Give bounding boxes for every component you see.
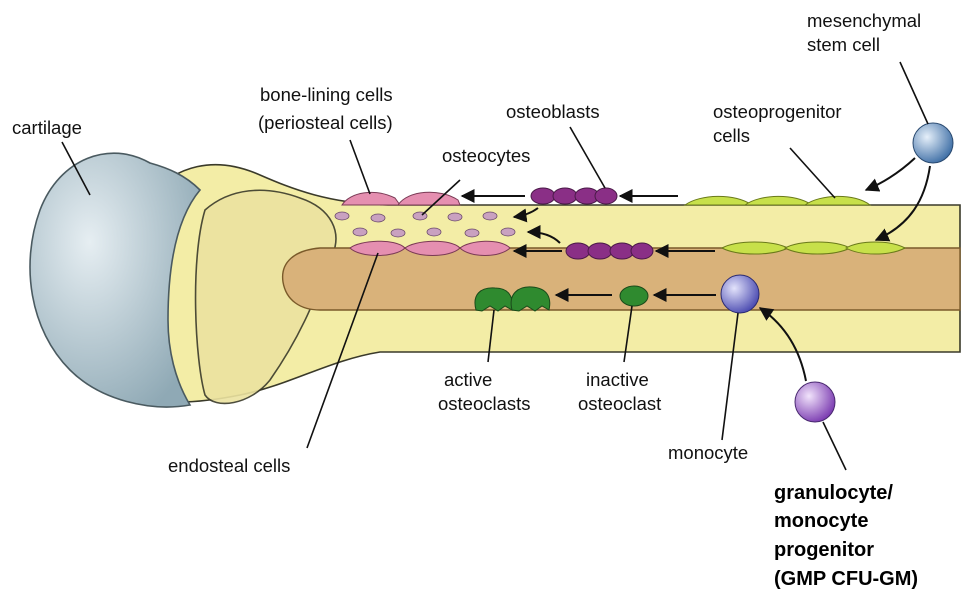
label-inactive-2: osteoclast (578, 393, 661, 414)
lining-cell (398, 192, 460, 205)
active-osteoclast (511, 287, 550, 311)
lining-cell (342, 192, 400, 205)
label-gmp-2: monocyte (774, 510, 868, 532)
label-endosteal: endosteal cells (168, 455, 290, 476)
osteoblast (553, 188, 577, 204)
endosteal-cell (405, 241, 460, 255)
osteocyte (483, 212, 497, 220)
label-osteocytes: osteocytes (442, 145, 530, 166)
label-cartilage: cartilage (12, 117, 82, 138)
osteocyte (391, 229, 405, 237)
osteocyte (501, 228, 515, 236)
label-mesenchymal-1: mesenchymal (807, 10, 921, 31)
osteoprogenitor-cell (685, 196, 752, 205)
arrow-stem-to-upper-progenitor (866, 158, 915, 190)
label-gmp-3: progenitor (774, 539, 874, 561)
bone-lining-cells (342, 192, 460, 205)
osteoblasts-upper (531, 188, 617, 204)
label-inactive-1: inactive (586, 369, 649, 390)
mesenchymal-stem-cell (913, 123, 953, 163)
osteocyte (371, 214, 385, 222)
osteoblast (610, 243, 634, 259)
label-active-2: osteoclasts (438, 393, 531, 414)
leader-mesenchymal (900, 62, 928, 124)
label-bone-lining-1: bone-lining cells (260, 84, 393, 105)
label-active-1: active (444, 369, 492, 390)
label-gmp-1: granulocyte/ (774, 482, 893, 504)
osteoprogenitor-upper (685, 196, 870, 205)
label-gmp-4: (GMP CFU-GM) (774, 568, 918, 590)
osteocyte (465, 229, 479, 237)
gmp-cell (795, 382, 835, 422)
label-monocyte: monocyte (668, 442, 748, 463)
osteoblast (588, 243, 612, 259)
label-osteoprogenitor-1: osteoprogenitor (713, 101, 842, 122)
leader-osteoprogenitor (790, 148, 835, 198)
leader-gmp (823, 422, 846, 470)
leader-osteoblasts (570, 127, 605, 188)
osteoblast (631, 243, 653, 259)
inactive-osteoclast (620, 286, 648, 306)
active-osteoclast (475, 288, 512, 311)
endosteal-cells (350, 241, 510, 255)
osteoblast (531, 188, 555, 204)
osteoprogenitor-cell (745, 196, 812, 205)
osteoblast (595, 188, 617, 204)
osteocyte (353, 228, 367, 236)
label-mesenchymal-2: stem cell (807, 34, 880, 55)
osteoprogenitor-cell (805, 196, 870, 205)
osteocyte (427, 228, 441, 236)
monocyte-cell (721, 275, 759, 313)
osteoblast (566, 243, 590, 259)
osteocyte (335, 212, 349, 220)
osteocyte (448, 213, 462, 221)
label-osteoprogenitor-2: cells (713, 125, 750, 146)
osteoprogenitor-lower (722, 242, 905, 254)
label-osteoblasts: osteoblasts (506, 101, 600, 122)
label-bone-lining-2: (periosteal cells) (258, 112, 393, 133)
leader-bone-lining (350, 140, 370, 194)
